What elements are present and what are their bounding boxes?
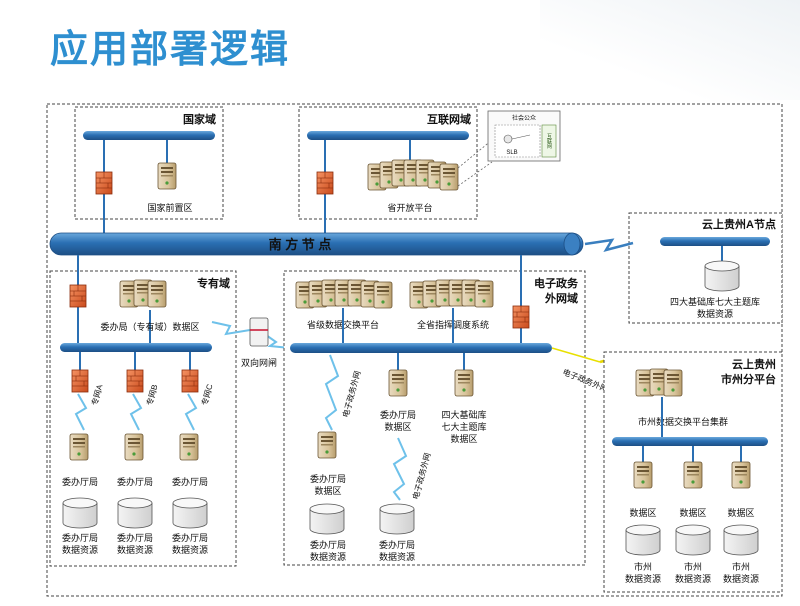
- dedicated-domain: 专有域 委办局（专有域）数据区 专网A 专网B 专网C 委办厅局 委办厅局 委办…: [49, 255, 237, 567]
- egov-title-line1: 电子政务: [534, 276, 579, 290]
- bureau-server-label: 委办厅局: [117, 476, 153, 487]
- wan-link: [584, 238, 634, 252]
- egov-base-line3: 数据区: [450, 433, 477, 444]
- database-icon: [172, 497, 208, 529]
- cloud-a-resource-line1: 四大基础库七大主题库: [670, 296, 760, 307]
- server-icon: [731, 461, 751, 489]
- firewall-icon: [71, 369, 89, 393]
- city-db-line1: 市州: [634, 561, 652, 572]
- server-icon: [317, 431, 337, 459]
- city-datazone-label: 数据区: [727, 507, 754, 518]
- dedicated-datazone-label: 委办局（专有域）数据区: [100, 321, 199, 332]
- database-icon: [723, 524, 759, 556]
- city-db-line2: 数据资源: [723, 573, 759, 584]
- internet-bus: [307, 131, 469, 140]
- bureau-db-line1: 委办厅局: [62, 532, 98, 543]
- city-db-line2: 数据资源: [675, 573, 711, 584]
- server-icon: [683, 461, 703, 489]
- egov-base-line2: 七大主题库: [441, 421, 486, 432]
- egov-domain: 电子政务 外网域 省级数据交换平台 全省指挥调度系统 委办厅局 数据区 四大基础…: [283, 255, 586, 566]
- server-icon: [633, 461, 653, 489]
- city-db-line2: 数据资源: [625, 573, 661, 584]
- public-label: 社会公众: [512, 114, 536, 122]
- bureau-db-line1: 委办厅局: [172, 532, 208, 543]
- egov-bus: [290, 343, 552, 353]
- bureau-db-line2: 数据资源: [117, 544, 153, 555]
- firewall-icon: [95, 171, 113, 195]
- gateway-label: 双向网闸: [241, 357, 277, 368]
- database-icon: [117, 497, 153, 529]
- outer-frame: [46, 103, 783, 597]
- egov-bureau-line1: 委办厅局: [310, 473, 346, 484]
- cloud-a-domain: 云上贵州A节点 四大基础库七大主题库 数据资源: [584, 212, 783, 324]
- firewall-icon: [126, 369, 144, 393]
- internet-domain-title: 互联网域: [427, 112, 471, 126]
- server-icon: [388, 369, 408, 397]
- firewall-icon: [69, 284, 87, 308]
- server-icon: [663, 369, 683, 397]
- city-cluster-label: 市州数据交换平台集群: [638, 416, 728, 427]
- national-domain: 国家域 国家前置区: [74, 106, 224, 235]
- server-icon: [69, 433, 89, 461]
- city-title-line2: 市州分平台: [721, 372, 776, 386]
- bidirectional-gateway: 双向网闸: [211, 317, 291, 368]
- city-datazone-label: 数据区: [629, 507, 656, 518]
- cloud-a-bus: [660, 237, 770, 246]
- page-title: 应用部署逻辑: [50, 29, 291, 71]
- firewall-icon: [181, 369, 199, 393]
- egov-bureau-line2: 数据区: [384, 421, 411, 432]
- server-icon: [454, 369, 474, 397]
- firewall-icon: [316, 171, 334, 195]
- server-icon: [373, 281, 393, 309]
- cloud-a-title: 云上贵州A节点: [702, 217, 776, 231]
- egov-bureau-line2: 数据区: [314, 485, 341, 496]
- database-icon: [309, 503, 345, 535]
- database-icon: [704, 260, 740, 292]
- server-icon: [179, 433, 199, 461]
- south-node-label: 南 方 节 点: [269, 237, 332, 252]
- south-node-pipe: 南 方 节 点: [49, 232, 584, 256]
- slb-label: SLB: [506, 150, 517, 156]
- egov-db-line1: 委办厅局: [379, 539, 415, 550]
- bureau-db-line2: 数据资源: [62, 544, 98, 555]
- open-platform-label: 省开放平台: [387, 202, 432, 213]
- internet-tag: 互联网: [546, 134, 552, 150]
- cloud-a-resource-line2: 数据资源: [697, 308, 733, 319]
- city-title-line1: 云上贵州: [732, 357, 776, 371]
- bureau-db-line2: 数据资源: [172, 544, 208, 555]
- internet-domain: 互联网域 省开放平台 社会公众 SLB 互联网: [298, 106, 561, 235]
- server-icon: [157, 162, 177, 190]
- database-icon: [379, 503, 415, 535]
- egov-title-line2: 外网域: [544, 291, 578, 305]
- server-icon: [147, 280, 167, 308]
- background-stripe: [540, 0, 800, 100]
- egov-db-line1: 委办厅局: [310, 539, 346, 550]
- dedicated-domain-title: 专有域: [197, 276, 230, 290]
- city-bus: [612, 437, 768, 446]
- database-icon: [675, 524, 711, 556]
- server-icon: [124, 433, 144, 461]
- national-front-label: 国家前置区: [147, 202, 192, 213]
- bureau-server-label: 委办厅局: [62, 476, 98, 487]
- bureau-db-line1: 委办厅局: [117, 532, 153, 543]
- firewall-icon: [512, 305, 530, 329]
- city-db-line1: 市州: [732, 561, 750, 572]
- egov-bureau-line1: 委办厅局: [380, 409, 416, 420]
- server-icon: [439, 163, 459, 191]
- city-datazone-label: 数据区: [679, 507, 706, 518]
- gateway-icon: [249, 317, 269, 347]
- bureau-server-label: 委办厅局: [172, 476, 208, 487]
- national-domain-title: 国家域: [183, 112, 216, 126]
- dedicated-bus: [60, 343, 212, 352]
- server-icon: [474, 280, 494, 308]
- egov-db-line2: 数据资源: [379, 551, 415, 562]
- national-bus: [83, 131, 215, 140]
- egov-base-line1: 四大基础库: [441, 409, 486, 420]
- city-domain: 云上贵州 市州分平台 市州数据交换平台集群 数据区 数据区 数据区 市州 数据资…: [603, 351, 783, 593]
- database-icon: [62, 497, 98, 529]
- egov-db-line2: 数据资源: [310, 551, 346, 562]
- city-db-line1: 市州: [684, 561, 702, 572]
- database-icon: [625, 524, 661, 556]
